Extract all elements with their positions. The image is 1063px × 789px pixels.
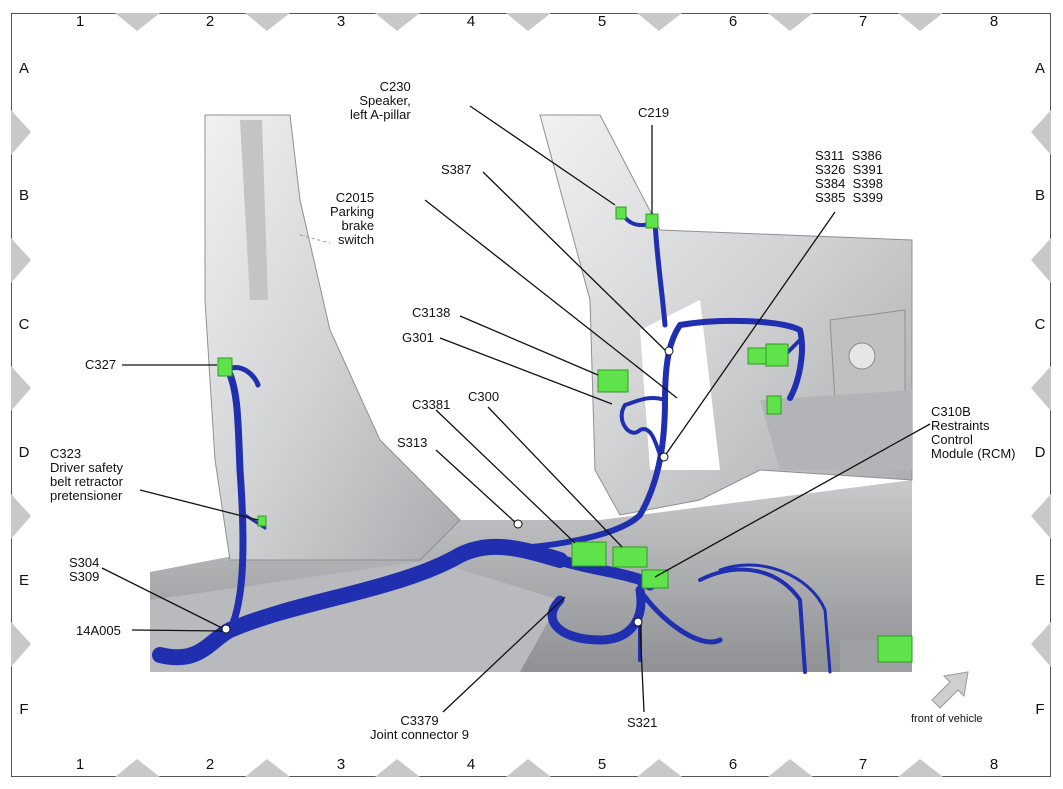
grid-col-bottom-8: 8 [989,756,999,773]
label-c230: C230 Speaker, left A-pillar [350,79,411,122]
label-front-of-vehicle: front of vehicle [911,713,983,725]
grid-col-top-3: 3 [336,13,346,30]
label-splice-list: S311 S386 S326 S391 S384 S398 S385 S399 [815,148,883,205]
grid-col-top-1: 1 [75,13,85,30]
grid-col-top-2: 2 [205,13,215,30]
connector-c310b [641,569,669,589]
grid-row-right-f: F [1035,701,1045,718]
label-s304-s309: S304 S309 [69,555,100,584]
connector-c323 [257,515,267,527]
grid-col-bottom-7: 7 [858,756,868,773]
left-border-markers [11,110,31,667]
label-c300: C300 [468,389,500,404]
grid-col-bottom-6: 6 [728,756,738,773]
connector-splice-group [747,347,769,365]
label-s387: S387 [441,162,472,177]
connector-c3138 [597,369,629,393]
grid-row-left-f: F [19,701,29,718]
grid-col-top-4: 4 [466,13,476,30]
grid-row-left-a: A [18,60,29,77]
connector-c230 [615,206,627,220]
grid-row-right-a: A [1034,60,1045,77]
grid-col-top-5: 5 [597,13,607,30]
connector-c3381 [571,541,607,567]
label-c2015: C2015 Parking brake switch [330,190,375,247]
label-14a005: 14A005 [76,623,121,638]
grid-col-bottom-4: 4 [466,756,476,773]
label-c3381: C3381 [412,397,451,412]
connector-c219 [645,213,659,229]
label-g301: G301 [402,330,434,345]
leader-lines [101,105,931,713]
label-s313: S313 [397,435,428,450]
splice-points [221,346,674,634]
label-c3379: C3379 Joint connector 9 [370,713,470,742]
label-c310b: C310B Restraints Control Module (RCM) [931,404,1016,461]
grid-row-right-d: D [1034,444,1046,461]
grid-col-top-6: 6 [728,13,738,30]
front-arrow-icon [931,671,969,709]
grid-col-bottom-2: 2 [205,756,215,773]
connector-lower [766,395,782,415]
bottom-border-markers [115,759,943,777]
grid-col-bottom-1: 1 [75,756,85,773]
grid-row-right-e: E [1034,572,1045,589]
label-c219: C219 [638,105,670,120]
connectors [217,206,913,663]
grid-col-bottom-5: 5 [597,756,607,773]
connector-c300 [612,546,648,568]
grid-col-bottom-3: 3 [336,756,346,773]
grid-col-top-8: 8 [989,13,999,30]
grid-row-left-c: C [18,316,30,333]
connector-c327 [217,357,233,377]
grid-row-right-c: C [1034,316,1046,333]
connector-right [877,635,913,663]
label-s321: S321 [627,715,658,730]
connector-splice-group-2 [765,343,789,367]
grid-row-left-b: B [18,187,29,204]
vehicle-body-illustration [150,114,913,672]
right-border-markers [1031,110,1051,667]
label-c3138: C3138 [412,305,451,320]
grid-row-left-d: D [18,444,30,461]
label-c327: C327 [85,357,117,372]
grid-row-right-b: B [1034,187,1045,204]
top-border-markers [115,13,943,31]
grid-row-left-e: E [18,572,29,589]
grid-col-top-7: 7 [858,13,868,30]
label-c323: C323 Driver safety belt retractor preten… [50,446,123,503]
